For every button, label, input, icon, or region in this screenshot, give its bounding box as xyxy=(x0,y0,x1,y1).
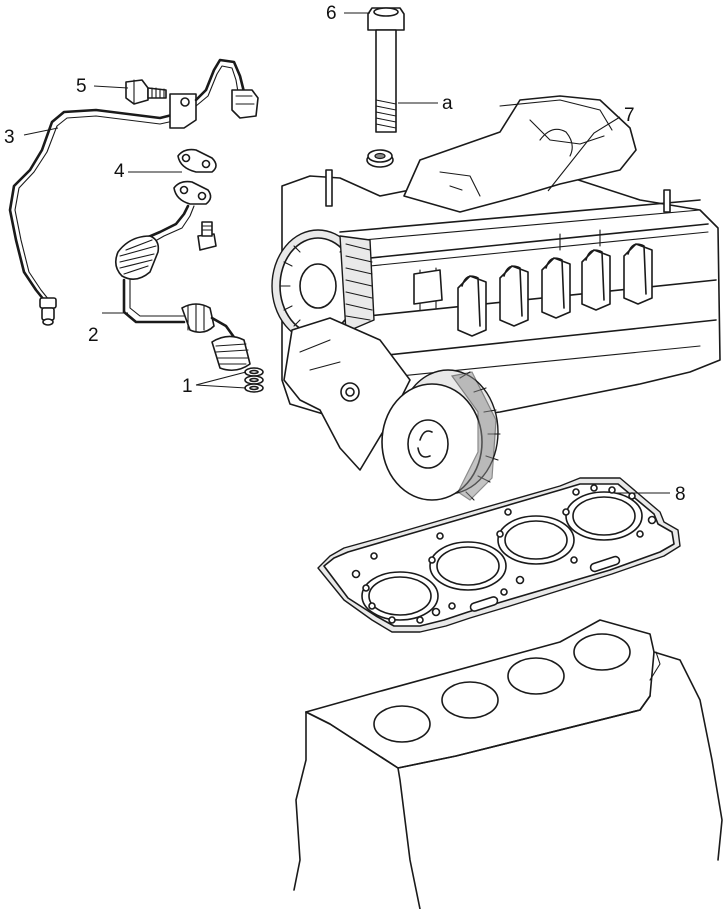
callout-3: 3 xyxy=(4,127,15,148)
part-head-gasket xyxy=(317,477,681,633)
part-small-bolt xyxy=(197,221,217,251)
callout-7: 7 xyxy=(624,105,635,126)
part-engine-block xyxy=(293,619,723,909)
crank-pulley xyxy=(381,369,501,501)
part-small-gasket xyxy=(177,148,217,173)
part-cylinder-head xyxy=(271,95,721,501)
leader-lines xyxy=(23,12,670,494)
part-bracket-bolt xyxy=(125,79,167,105)
callout-4: 4 xyxy=(114,161,125,182)
injector-loops xyxy=(413,229,653,337)
callout-6: 6 xyxy=(326,3,337,24)
callout-a: a xyxy=(442,93,453,114)
part-fuel-pipe xyxy=(8,58,259,326)
part-return-pipe xyxy=(114,180,251,372)
callout-labels: 1 2 3 4 5 6 7 8 a xyxy=(4,3,686,505)
callout-8: 8 xyxy=(675,484,686,505)
callout-2: 2 xyxy=(88,325,99,346)
part-sealing-washers xyxy=(244,367,264,393)
part-head-bolt xyxy=(366,7,405,168)
cam-pulley xyxy=(271,229,375,343)
callout-1: 1 xyxy=(182,376,193,397)
callout-5: 5 xyxy=(76,76,87,97)
